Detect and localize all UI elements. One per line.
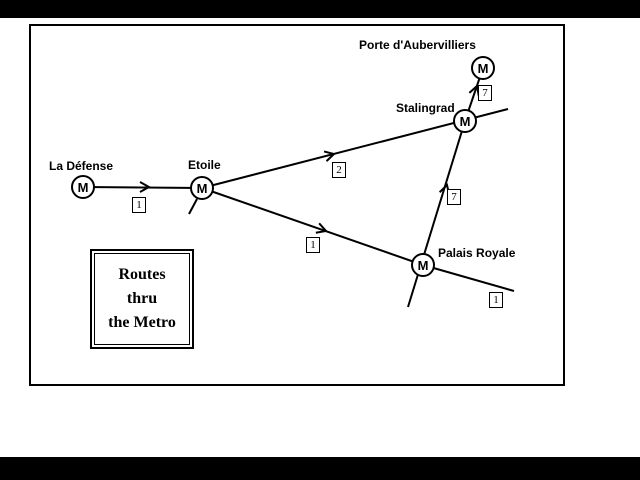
track-palais-royale-southeast bbox=[422, 264, 515, 292]
route-number-badge-line-1: 1 bbox=[489, 292, 503, 308]
arrow-up-right-icon bbox=[323, 150, 336, 162]
track-palais-royale-stalingrad bbox=[407, 120, 466, 308]
route-number-badge-line-7: 7 bbox=[447, 189, 461, 205]
metro-m-icon: M bbox=[478, 61, 489, 76]
station-label-la-defense: La Défense bbox=[49, 159, 114, 173]
track-la-defense-etoile bbox=[82, 186, 203, 189]
route-number-badge-line-7: 7 bbox=[478, 85, 492, 101]
station-label-palais-royale: Palais Royale bbox=[438, 246, 516, 260]
route-number-badge-line-1: 1 bbox=[132, 197, 146, 213]
station-marker-la-defense bbox=[71, 175, 95, 199]
metro-m-icon: M bbox=[418, 258, 429, 273]
route-number-badge-line-1: 1 bbox=[306, 237, 320, 253]
station-label-stalingrad: Stalingrad bbox=[396, 101, 455, 115]
title-line-3: the Metro bbox=[108, 314, 176, 331]
track-etoile-palais-royale bbox=[201, 187, 424, 266]
title-line-1: Routes bbox=[118, 266, 166, 283]
drawing-canvas bbox=[0, 18, 640, 457]
station-label-porte-daubervilliers: Porte d'Aubervilliers bbox=[359, 38, 476, 52]
station-marker-porte-daubervilliers bbox=[471, 56, 495, 80]
station-marker-stalingrad bbox=[453, 109, 477, 133]
diagram-frame bbox=[29, 24, 565, 386]
station-marker-palais-royale bbox=[411, 253, 435, 277]
diagram-title: Routes thru the Metro bbox=[94, 253, 190, 345]
diagram-title-box: Routes thru the Metro bbox=[90, 249, 194, 349]
arrow-down-right-icon bbox=[315, 222, 328, 234]
title-line-2: thru bbox=[126, 290, 158, 307]
track-etoile-stub bbox=[188, 198, 198, 215]
route-number-badge-line-2: 2 bbox=[332, 162, 346, 178]
station-marker-etoile bbox=[190, 176, 214, 200]
metro-m-icon: M bbox=[78, 180, 89, 195]
arrow-right-icon bbox=[139, 181, 152, 193]
metro-m-icon: M bbox=[460, 114, 471, 129]
station-label-etoile: Etoile bbox=[188, 158, 221, 172]
metro-m-icon: M bbox=[197, 181, 208, 196]
